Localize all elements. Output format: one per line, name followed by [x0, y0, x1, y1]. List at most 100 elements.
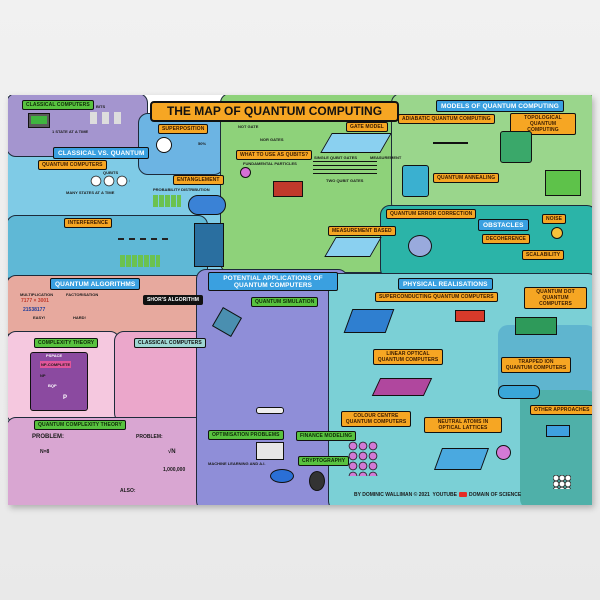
cross-qubit-icon: [455, 310, 485, 322]
text-bqp: BQP: [48, 383, 57, 388]
annealer-icon: [402, 165, 429, 197]
label-entanglement: ENTANGLEMENT: [173, 175, 224, 185]
text-np-complete: NP-COMPLETE: [40, 361, 72, 368]
heading-physical: PHYSICAL REALISATIONS: [398, 278, 493, 290]
probability-bars-icon: [153, 195, 181, 207]
text-mult-result: 21538177: [23, 307, 46, 313]
ion-trap-icon: [498, 385, 540, 399]
map-icon: [256, 442, 284, 460]
label-trapped-ion: TRAPPED ION QUANTUM COMPUTERS: [501, 357, 571, 373]
label-measurement-based: MEASUREMENT BASED: [328, 226, 396, 236]
text-grover-problem: PROBLEM:: [136, 434, 163, 440]
label-quantum-dot: QUANTUM DOT QUANTUM COMPUTERS: [524, 287, 587, 309]
label-qec: QUANTUM ERROR CORRECTION: [386, 209, 477, 219]
text-million: 1,000,000: [163, 467, 186, 473]
qubit-array-icon: [545, 170, 581, 196]
region-superposition: [138, 113, 224, 175]
superconducting-qubit-icon: [273, 181, 303, 197]
molecule-spin-icon: [553, 475, 571, 489]
label-interference: INTERFERENCE: [64, 218, 113, 228]
text-machine-learning: MACHINE LEARNING AND A.I.: [208, 461, 266, 466]
text-multiplication: MULTIPLICATION: [20, 292, 54, 297]
text-p: P: [63, 395, 68, 401]
qubit-spheres-icon: [90, 175, 130, 187]
heading-models: MODELS OF QUANTUM COMPUTING: [436, 100, 564, 112]
text-pspace: PSPACE: [46, 353, 63, 358]
heading-applications: POTENTIAL APPLICATIONS OF QUANTUM COMPUT…: [208, 272, 338, 291]
text-mult-expr: 7177 × 3001: [21, 298, 49, 304]
particle-icon: [240, 167, 251, 178]
bits-table-icon: [194, 223, 224, 267]
credit-author: BY DOMINIC WALLIMAN © 2021: [354, 492, 430, 498]
sun-noise-icon: [551, 227, 563, 239]
label-complexity-theory: COMPLEXITY THEORY: [34, 338, 99, 348]
label-quantum-complexity: QUANTUM COMPLEXITY THEORY: [34, 420, 126, 430]
text-sqrt-n: √N: [168, 449, 176, 455]
qubit-lattice-icon: [320, 133, 392, 153]
text-fundamental-particles: FUNDAMENTAL PARTICLES: [243, 161, 297, 166]
label-neutral-atoms: NEUTRAL ATOMS IN OPTICAL LATTICES: [424, 417, 502, 433]
text-50-percent: 50%: [198, 141, 207, 146]
text-np: NP: [40, 373, 46, 378]
laptop-icon: [28, 113, 50, 128]
photonic-chip-icon: [371, 378, 433, 396]
superconducting-chip-icon: [343, 309, 395, 333]
label-quantum-simulation: QUANTUM SIMULATION: [251, 297, 319, 307]
quantum-dot-icon: [515, 317, 557, 335]
logical-qubit-icon: [408, 235, 432, 257]
label-scalability: SCALABILITY: [522, 250, 565, 260]
text-probability: PROBABILITY DISTRIBUTION: [153, 187, 210, 192]
label-what-as-qubits: WHAT TO USE AS QUBITS?: [236, 150, 313, 160]
text-one-state: 1 STATE AT A TIME: [52, 129, 89, 134]
text-bits: BITS: [96, 104, 106, 109]
energy-landscape-icon: [433, 130, 468, 144]
qubit-sphere-icon: [156, 137, 172, 153]
label-decoherence: DECOHERENCE: [482, 234, 530, 244]
text-problem: PROBLEM:: [32, 434, 64, 440]
text-n8: N=8: [40, 449, 50, 455]
text-easy: EASY!: [33, 315, 46, 320]
bit-switches-icon: [90, 112, 122, 124]
anyons-icon: [500, 131, 532, 163]
label-linear-optical: LINEAR OPTICAL QUANTUM COMPUTERS: [373, 349, 443, 365]
label-finance: FINANCE MODELING: [296, 431, 357, 441]
spin-icon: [496, 445, 511, 460]
histogram-icon: [120, 255, 160, 267]
optical-lattice-icon: [433, 448, 490, 470]
diamond-lattice-icon: [348, 441, 378, 476]
wave-icon: [118, 230, 168, 240]
text-nor-gates: NOR GATES: [260, 137, 284, 142]
quantum-dot-qubit-icon: [546, 425, 570, 437]
label-quantum-computers: QUANTUM COMPUTERS: [38, 160, 107, 170]
credit-channel: DOMAIN OF SCIENCE: [468, 492, 522, 498]
text-also: ALSO:: [120, 488, 136, 494]
text-many-states: MANY STATES AT A TIME: [66, 190, 115, 195]
entangled-qubits-icon: [188, 195, 226, 215]
heading-obstacles: OBSTACLES: [478, 219, 529, 231]
label-colour-centre: COLOUR CENTRE QUANTUM COMPUTERS: [341, 411, 411, 427]
text-factorisation: FACTORISATION: [66, 292, 99, 297]
hacker-mask-icon: [309, 471, 325, 491]
label-topological: TOPOLOGICAL QUANTUM COMPUTING: [510, 113, 576, 135]
poster-title: THE MAP OF QUANTUM COMPUTING: [150, 101, 399, 122]
text-single-qubit-gates: SINGLE QUBIT GATES: [314, 155, 358, 160]
label-adiabatic: ADIABATIC QUANTUM COMPUTING: [398, 114, 495, 124]
label-other-approaches: OTHER APPROACHES: [530, 405, 592, 415]
label-shors-algorithm: SHOR'S ALGORITHM: [143, 295, 204, 305]
quantum-computing-map-poster: THE MAP OF QUANTUM COMPUTING CLASSICAL C…: [8, 95, 592, 505]
label-quantum-annealing: QUANTUM ANNEALING: [433, 173, 500, 183]
hurricane-icon: [270, 469, 294, 483]
text-not-gate: NOT GATE: [238, 124, 259, 129]
airplane-icon: [256, 407, 284, 414]
youtube-logo-icon: [458, 492, 467, 498]
label-gate-model: GATE MODEL: [346, 122, 388, 132]
label-optimisation: OPTIMISATION PROBLEMS: [208, 430, 284, 440]
text-qubits: QUBITS: [103, 170, 119, 175]
quantum-circuit-icon: [313, 161, 377, 175]
text-two-qubit-gates: TWO QUBIT GATES: [326, 178, 364, 183]
heading-classical-vs-quantum: CLASSICAL VS. QUANTUM: [53, 147, 150, 159]
heading-quantum-algorithms: QUANTUM ALGORITHMS: [50, 278, 141, 290]
label-classical-computers: CLASSICAL COMPUTERS: [22, 100, 94, 110]
region-quantum-complexity: [8, 417, 206, 505]
